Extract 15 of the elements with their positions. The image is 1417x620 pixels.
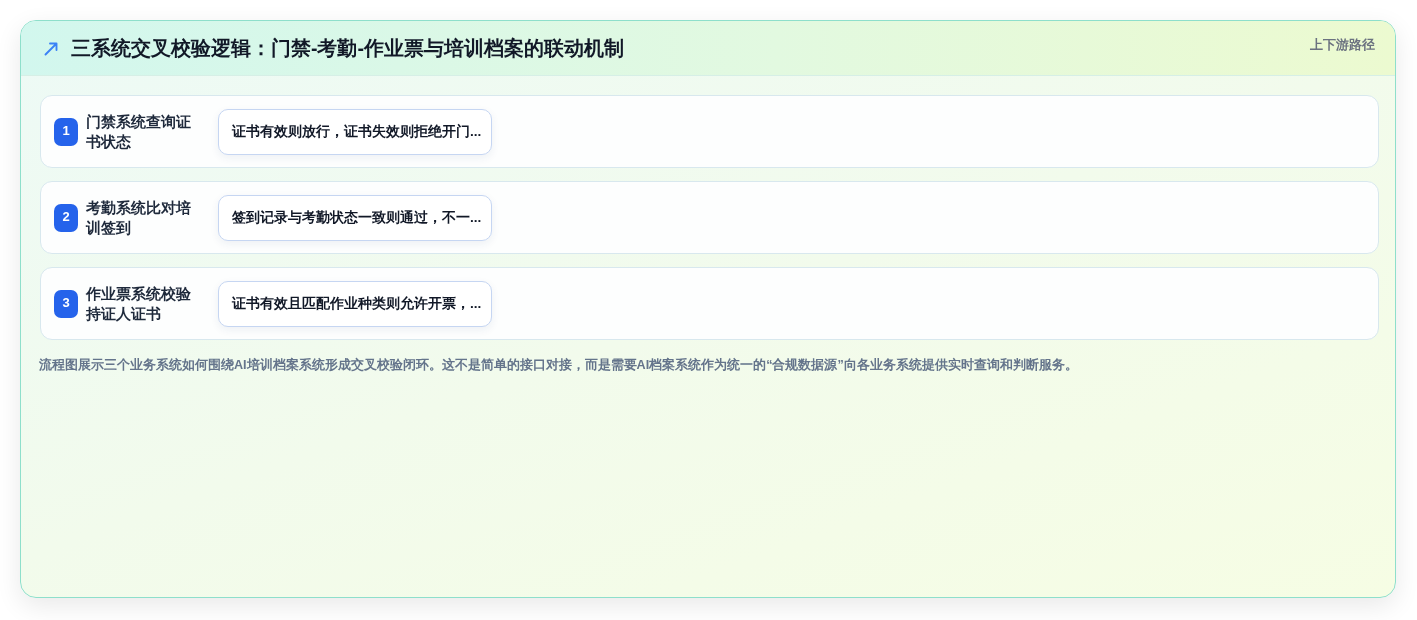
step-label: 门禁系统查询证书状态 — [86, 112, 191, 152]
title: 三系统交叉校验逻辑：门禁-考勤-作业票与培训档案的联动机制 — [71, 36, 624, 61]
number-badge: 2 — [54, 204, 78, 232]
result-box: 证书有效则放行，证书失效则拒绝开门... — [218, 109, 492, 155]
result-box: 证书有效且匹配作业种类则允许开票，... — [218, 281, 492, 327]
step-card — [40, 181, 1379, 254]
result-box: 签到记录与考勤状态一致则通过，不一... — [218, 195, 492, 241]
step-card — [40, 267, 1379, 340]
number-badge: 3 — [54, 290, 78, 318]
number-badge: 1 — [54, 118, 78, 146]
step-card — [40, 95, 1379, 168]
step-label: 考勤系统比对培训签到 — [86, 198, 191, 238]
caption: 流程图展示三个业务系统如何围绕AI培训档案系统形成交叉校验闭环。这不是简单的接口对接，而是需要AI档案系统作为统一的“合规数据源”向各业务系统提供实时查询和判断服务。 — [39, 356, 1078, 374]
corner-label: 上下游路径 — [1310, 36, 1375, 54]
step-label: 作业票系统校验持证人证书 — [86, 284, 191, 324]
